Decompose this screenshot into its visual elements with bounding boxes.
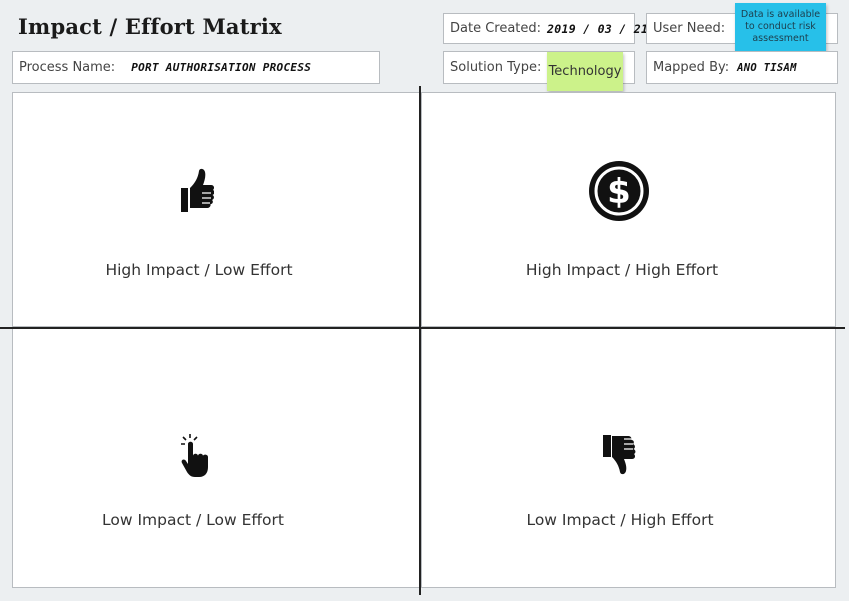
process-name-field[interactable]: Process Name: Port Authorisation Process	[12, 51, 380, 84]
solution-type-label: Solution Type:	[450, 60, 542, 75]
mapped-by-value: Ano Tisam	[737, 61, 797, 74]
svg-text:$: $	[607, 172, 631, 212]
dollar-circle-icon: $	[587, 159, 651, 223]
date-created-value: 2019 / 03 / 21	[547, 21, 649, 36]
quadrant-label: High Impact / Low Effort	[105, 261, 293, 279]
solution-type-sticky-note[interactable]: Technology	[547, 52, 623, 91]
date-created-field[interactable]: Date Created: 2019 / 03 / 21	[443, 13, 648, 44]
quadrant-label: High Impact / High Effort	[525, 261, 719, 279]
date-created-label: Date Created:	[450, 21, 542, 36]
mapped-by-field[interactable]: Mapped By: Ano Tisam	[646, 51, 838, 84]
user-need-label: User Need:	[653, 21, 726, 36]
thumbs-down-icon	[602, 433, 638, 481]
quadrant-low-impact-low-effort	[12, 328, 420, 588]
vertical-axis-line	[419, 86, 421, 595]
quadrant-high-impact-low-effort	[12, 92, 420, 327]
mapped-by-label: Mapped By:	[653, 60, 730, 75]
thumbs-up-icon	[178, 166, 214, 214]
horizontal-axis-line	[0, 327, 845, 329]
page-title: Impact / Effort Matrix	[18, 14, 282, 39]
user-need-sticky-note[interactable]: Data is available to conduct risk assess…	[735, 3, 826, 51]
quadrant-label: Low Impact / High Effort	[526, 511, 714, 529]
quadrant-label: Low Impact / Low Effort	[102, 511, 284, 529]
process-name-value: Port Authorisation Process	[131, 61, 312, 74]
process-name-label: Process Name:	[19, 60, 116, 75]
pointer-hand-icon	[180, 434, 216, 478]
